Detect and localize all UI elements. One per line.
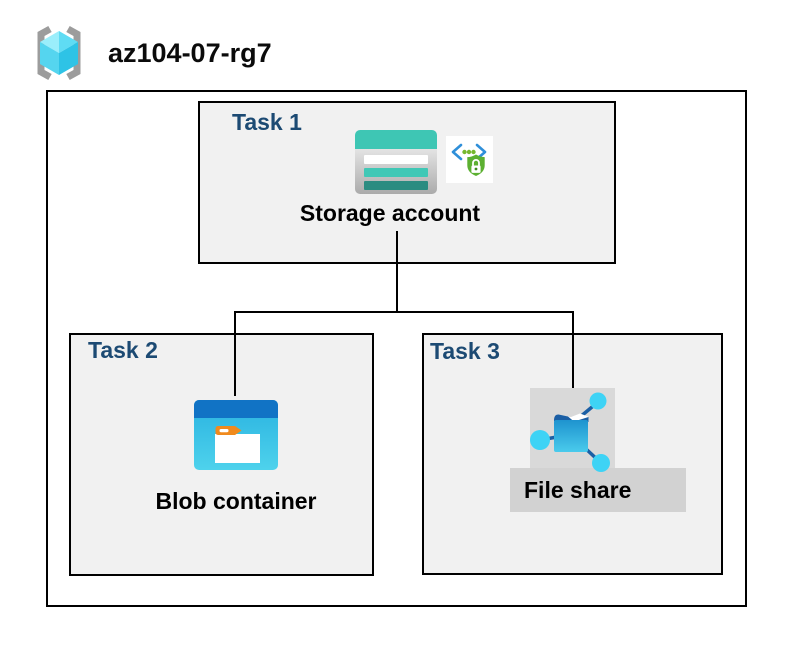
task1-label: Task 1: [232, 109, 302, 135]
storage-account-icon: [355, 130, 437, 194]
resource-group-title: az104-07-rg7: [108, 38, 272, 68]
task3-label: Task 3: [430, 338, 500, 364]
connector-to-fileshare: [572, 311, 574, 390]
blob-container-icon: [194, 400, 278, 470]
task2-label: Task 2: [88, 337, 158, 363]
secure-access-sas-icon: [446, 136, 493, 183]
connector-to-blob: [234, 311, 236, 396]
resource-group-icon: [28, 22, 90, 84]
blob-container-label: Blob container: [155, 488, 317, 514]
file-share-label-background: [510, 468, 686, 512]
connector-horizontal: [234, 311, 574, 313]
storage-account-label: Storage account: [299, 200, 481, 226]
file-share-icon: [530, 388, 615, 476]
file-share-label: File share: [524, 477, 632, 503]
connector-storage-stem: [396, 231, 398, 312]
